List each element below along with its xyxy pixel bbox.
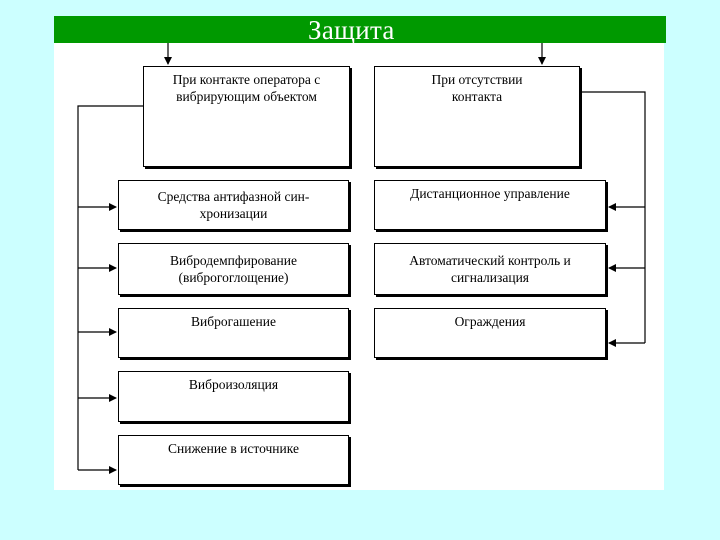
title-bar (54, 16, 666, 43)
left-item-box: Виброгашение (118, 308, 349, 358)
right-item-box: Автоматический контроль и сигнализация (374, 243, 606, 295)
right-item-box: Дистанционное управление (374, 180, 606, 230)
right-item-label: Ограждения (454, 314, 526, 329)
left-header-text: При контакте оператора с вибрирующим объ… (172, 72, 321, 104)
left-item-label: Снижение в источнике (168, 441, 299, 456)
right-item-label: Дистанционное управление (410, 186, 570, 201)
left-item-box: Вибродемпфирование (виброгоглощение) (118, 243, 349, 295)
left-item-label: Виброизоляция (188, 377, 279, 392)
right-bracket-line (582, 91, 646, 343)
left-item-label: Средства антифазной син-хронизации (157, 189, 310, 221)
left-item-box: Снижение в источнике (118, 435, 349, 485)
right-header-box: При отсутствии контакта (374, 66, 580, 167)
right-header-text: При отсутствии контакта (431, 72, 523, 104)
left-bracket-line (77, 105, 143, 470)
left-item-label: Вибродемпфирование (виброгоглощение) (170, 253, 297, 285)
left-item-box: Виброизоляция (118, 371, 349, 422)
left-item-box: Средства антифазной син-хронизации (118, 180, 349, 230)
right-item-box: Ограждения (374, 308, 606, 358)
left-header-box: При контакте оператора с вибрирующим объ… (143, 66, 350, 167)
left-item-label: Виброгашение (191, 314, 276, 329)
page-title: Защита (308, 15, 395, 45)
right-item-label: Автоматический контроль и сигнализация (409, 253, 571, 285)
